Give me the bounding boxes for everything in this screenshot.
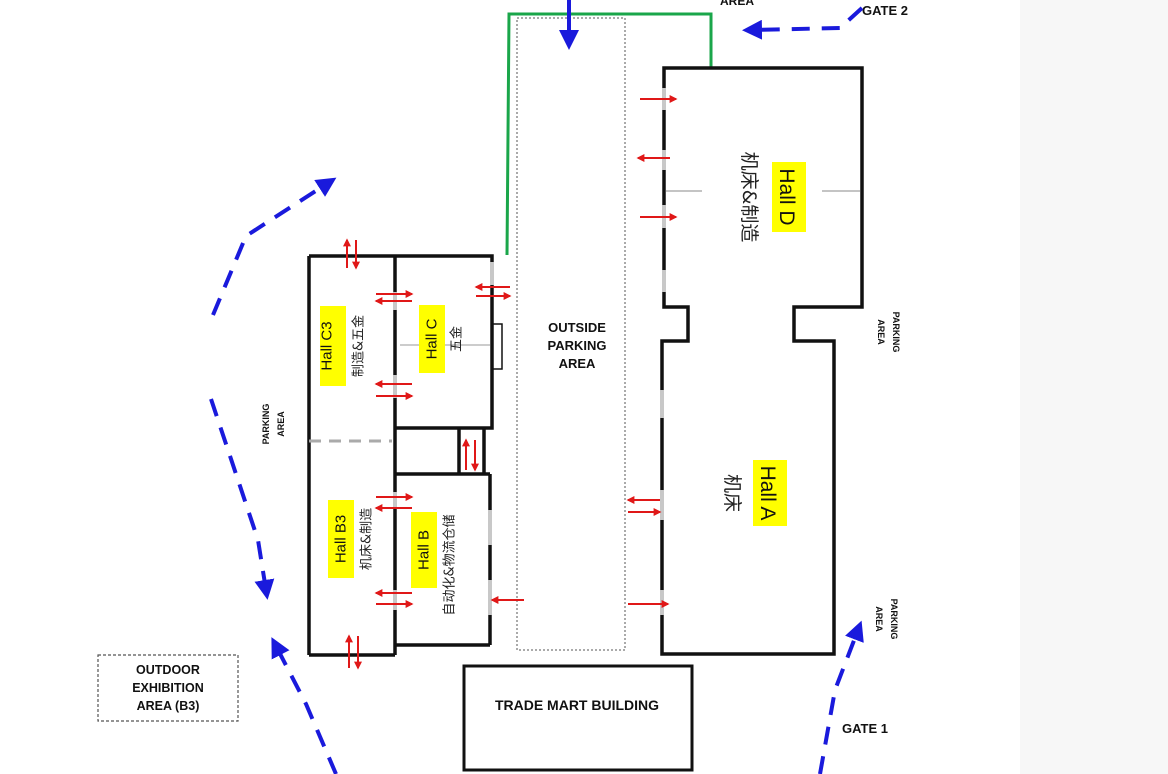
- hall-c[interactable]: Hall C 五金: [419, 305, 465, 373]
- hall-d-highlight: [772, 162, 806, 232]
- hall-b-zh: 自动化&物流仓储: [443, 514, 458, 615]
- route-arrow-gate-1: [818, 620, 864, 774]
- hall-a[interactable]: Hall A 机床: [721, 460, 787, 526]
- route-arrow-bottom-left: [271, 637, 338, 774]
- outdoor-label-2: EXHIBITION: [132, 681, 204, 695]
- left-halls-outline: [307, 254, 494, 657]
- outdoor-label-1: OUTDOOR: [136, 663, 200, 677]
- trade-mart-building: [462, 664, 694, 772]
- top-area-label: AREA: [720, 0, 754, 8]
- red-entry-arrows: [343, 95, 678, 670]
- hall-b3-zh: 机床&制造: [360, 508, 375, 570]
- route-arrow-upper-left: [211, 177, 337, 316]
- hall-b3-name: Hall B3: [333, 515, 350, 563]
- left-halls-doors: [393, 262, 494, 615]
- hall-c-zh: 五金: [449, 326, 465, 352]
- outdoor-label-3: AREA (B3): [137, 699, 200, 713]
- hall-c3-zh: 制造&五金: [351, 315, 367, 377]
- parking-left-1: PARKING: [261, 404, 271, 445]
- parking-area-right-lower: PARKING AREA: [874, 599, 899, 640]
- parking-right-lower-2: AREA: [874, 606, 884, 632]
- hall-d-name: Hall D: [775, 168, 798, 225]
- parking-area-right-upper: PARKING AREA: [876, 312, 901, 353]
- parking-right-upper-2: AREA: [876, 319, 886, 345]
- hall-a-highlight: [753, 460, 787, 526]
- outside-parking-label-3: AREA: [559, 356, 596, 371]
- parking-right-upper-1: PARKING: [891, 312, 901, 353]
- gate-1-label: GATE 1: [842, 721, 888, 736]
- hall-c-highlight: [419, 305, 445, 373]
- trade-mart-label: TRADE MART BUILDING: [495, 697, 659, 713]
- hall-c-name: Hall C: [424, 318, 441, 359]
- hall-d-a-building: [660, 66, 864, 656]
- hall-d-zh: 机床&制造: [738, 152, 760, 243]
- hall-a-zh: 机床: [721, 474, 743, 512]
- green-walkway-path: [505, 12, 713, 256]
- hall-a-name: Hall A: [756, 466, 779, 521]
- page-margin: [1020, 0, 1168, 774]
- gate-2-label: GATE 2: [862, 3, 908, 18]
- parking-area-left: PARKING AREA: [261, 404, 286, 445]
- hall-b-highlight: [411, 512, 437, 588]
- blue-route-arrows: [209, 0, 864, 774]
- outside-parking-label-2: PARKING: [548, 338, 607, 353]
- hall-d[interactable]: Hall D 机床&制造: [738, 152, 806, 243]
- hall-c3-highlight: [320, 306, 346, 386]
- hall-b[interactable]: Hall B 自动化&物流仓储: [411, 512, 458, 616]
- hall-c3-name: Hall C3: [319, 321, 336, 370]
- hall-c3[interactable]: Hall C3 制造&五金: [319, 306, 367, 386]
- route-arrow-left-down: [209, 398, 275, 600]
- hall-c-equipment-box: [492, 323, 503, 370]
- parking-right-lower-1: PARKING: [889, 599, 899, 640]
- outside-parking-label-1: OUTSIDE: [548, 320, 606, 335]
- hall-b-name: Hall B: [416, 530, 433, 570]
- parking-left-2: AREA: [276, 411, 286, 437]
- hall-b3-highlight: [328, 500, 354, 578]
- hall-b3[interactable]: Hall B3 机床&制造: [328, 500, 375, 578]
- outdoor-exhibition-area: [97, 654, 239, 722]
- route-arrow-gate-2: [742, 6, 864, 40]
